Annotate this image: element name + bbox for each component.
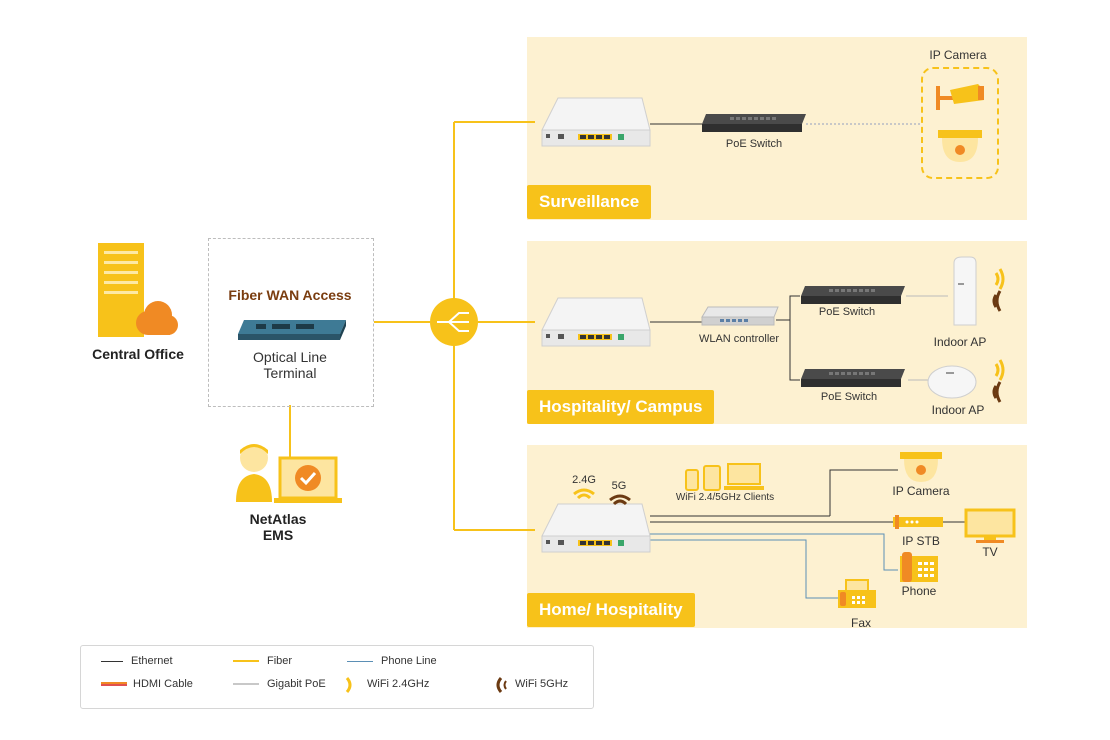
tv-icon [964,508,1016,543]
legend-phone-swatch [347,661,373,662]
campus-poe-switch-2-label: PoE Switch [820,391,878,403]
home-tag: Home/ Hospitality [527,593,695,627]
wlan-controller-icon [701,306,779,326]
legend-ethernet-swatch [101,661,123,662]
legend-wifi24-label: WiFi 2.4GHz [367,678,430,690]
wifi-24-label: 2.4G [572,474,596,486]
ip-camera-group [921,67,999,179]
poe-switch-surveillance-icon [702,114,806,132]
olt-label-line2: Terminal [263,365,317,381]
gateway-campus-icon [541,297,651,347]
legend-poe-label: Gigabit PoE [267,678,326,690]
legend-phone-label: Phone Line [381,655,437,667]
ems-label-line2: EMS [262,527,294,543]
central-office-label: Central Office [92,346,184,362]
splitter-icon [430,298,478,346]
legend-wifi5-label: WiFi 5GHz [515,678,569,690]
olt-device-icon [238,320,346,340]
wifi-5-label: 5G [611,480,627,492]
indoor-ap-2-label: Indoor AP [931,403,985,417]
indoor-ap-ceiling-icon [927,359,1005,403]
legend-fiber-swatch [233,660,259,662]
legend-wifi5-icon [496,677,507,693]
wifi-signal-icons [573,488,631,506]
server-icon [98,243,178,337]
wlan-controller-label: WLAN controller [698,333,780,345]
wifi-clients-label: WiFi 2.4/5GHz Clients [675,492,775,503]
legend: Ethernet Fiber Phone Line HDMI Cable Gig… [80,645,594,709]
fax-label: Fax [850,616,872,630]
gateway-home-icon [541,503,651,553]
campus-poe-switch-1-label: PoE Switch [818,306,876,318]
legend-ethernet-label: Ethernet [131,655,173,667]
home-ip-camera-label: IP Camera [892,484,950,498]
indoor-ap-1-label: Indoor AP [933,335,987,349]
tv-label: TV [982,545,998,559]
surveillance-poe-switch-label: PoE Switch [725,138,783,150]
campus-tag: Hospitality/ Campus [527,390,715,424]
olt-title: Fiber WAN Access [228,287,352,303]
dome-camera-icon [938,130,982,162]
legend-hdmi-label: HDMI Cable [133,678,193,690]
indoor-ap-tower-icon [953,256,1005,326]
home-ip-camera-icon [900,452,942,482]
phone-icon [900,552,938,582]
ip-stb-icon [893,515,943,529]
ip-stb-label: IP STB [902,534,940,548]
bullet-camera-icon [936,84,984,110]
poe-switch-campus-2-icon [801,369,905,387]
surveillance-ip-camera-label: IP Camera [929,48,987,62]
olt-box [208,238,374,407]
legend-fiber-label: Fiber [267,655,293,667]
poe-switch-campus-1-icon [801,286,905,304]
ems-label-line1: NetAtlas [249,511,307,527]
gateway-surveillance-icon [541,97,651,147]
fax-icon [838,579,876,608]
legend-hdmi-swatch [101,682,127,686]
surveillance-tag: Surveillance [527,185,652,219]
legend-wifi24-icon [345,677,352,693]
wifi-clients-icon [685,463,764,491]
legend-poe-swatch [233,683,259,685]
olt-label-line1: Optical Line [253,349,327,365]
phone-label: Phone [901,584,937,598]
ems-admin-icon [236,444,342,503]
